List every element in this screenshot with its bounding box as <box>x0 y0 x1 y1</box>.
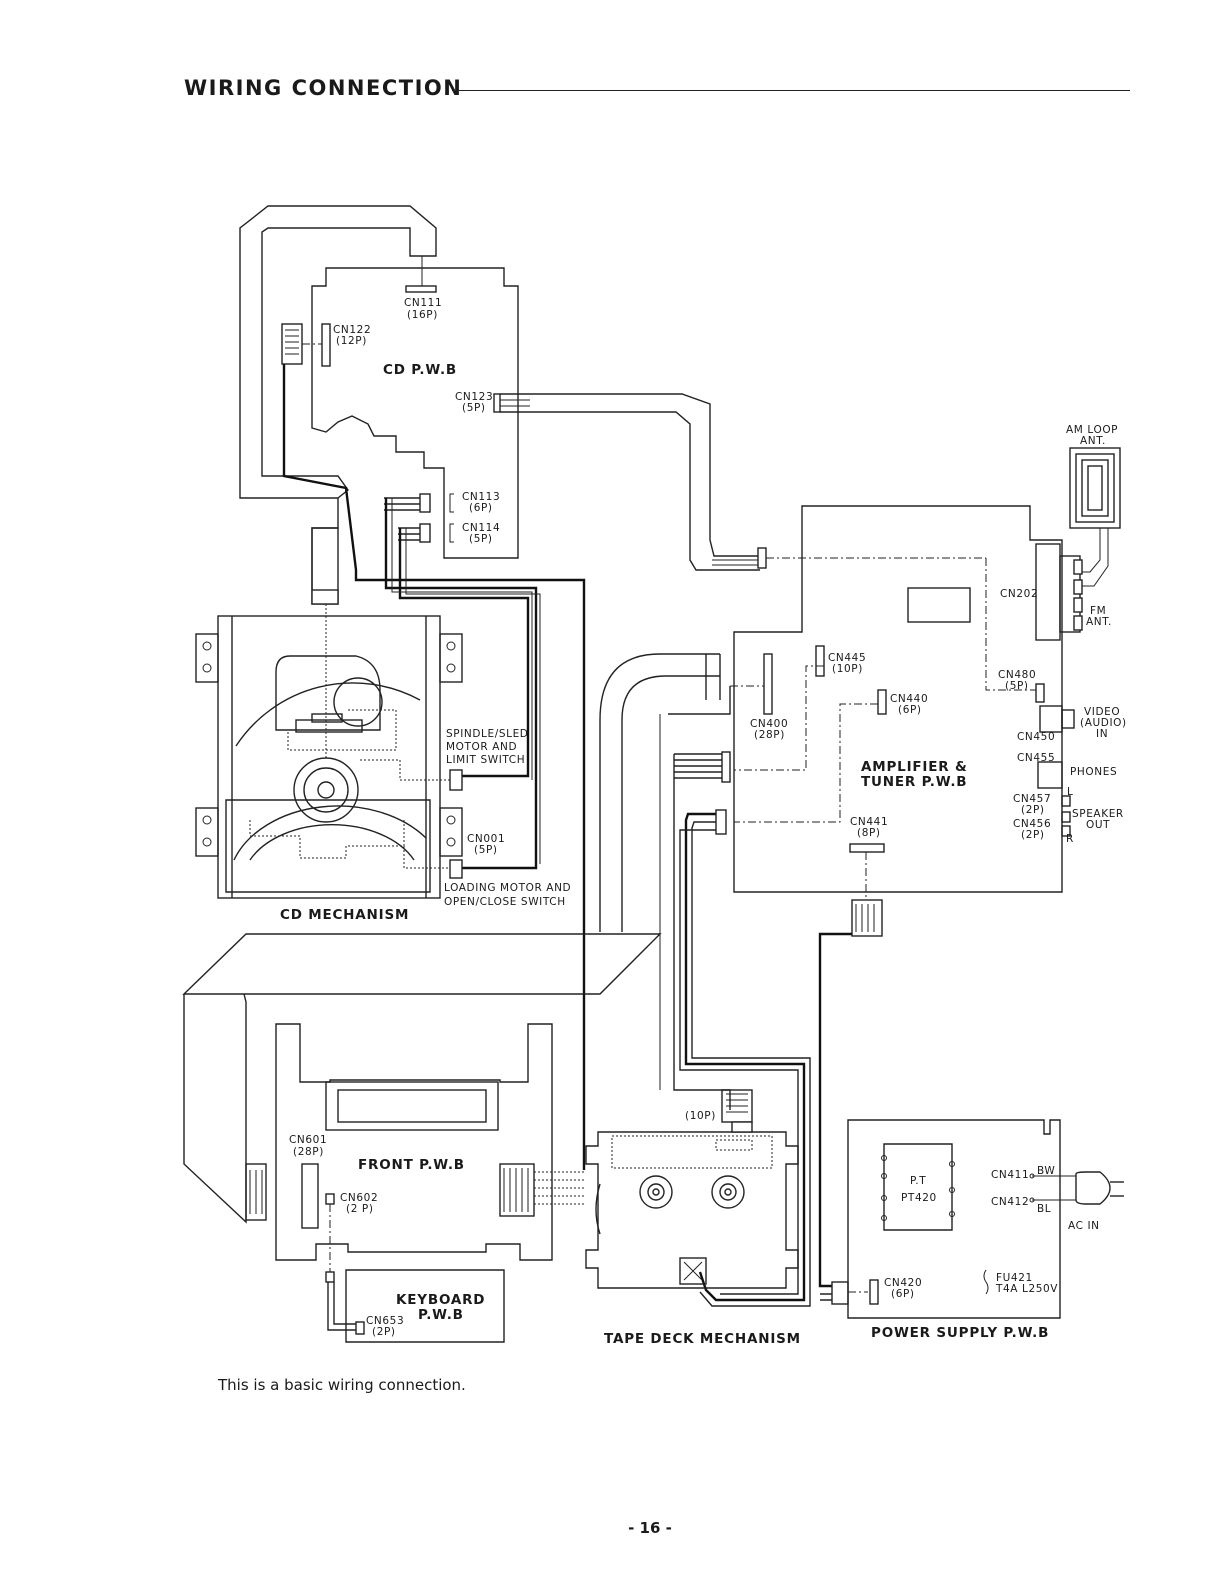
page-number: - 16 - <box>628 1519 672 1537</box>
spindle-label-2: MOTOR AND <box>446 741 517 753</box>
cn114-label: CN114 <box>462 522 500 534</box>
front-pwb-title: FRONT P.W.B <box>358 1157 465 1173</box>
cn440-pins: (6P) <box>898 704 922 716</box>
cn113-pins: (6P) <box>469 502 493 514</box>
pt-label-1: P.T <box>910 1175 926 1187</box>
phones-label: PHONES <box>1070 766 1117 778</box>
harness-cn122 <box>281 323 586 1170</box>
fm-label-1: FM <box>1090 605 1106 617</box>
cn441-pins: (8P) <box>857 827 881 839</box>
amplifier-title-2: TUNER P.W.B <box>861 774 967 790</box>
cn411-label: CN411 <box>991 1169 1029 1181</box>
cn114-pins: (5P) <box>469 533 493 545</box>
power-supply-pwb <box>847 1119 1124 1319</box>
cn445-pins: (10P) <box>832 663 863 675</box>
bl-label: BL <box>1037 1203 1051 1215</box>
caption: This is a basic wiring connection. <box>218 1376 466 1394</box>
bw-label: BW <box>1037 1165 1055 1177</box>
loading-label-1: LOADING MOTOR AND <box>444 882 571 894</box>
cabinet-outline <box>182 653 721 1224</box>
cn450-label: CN450 <box>1017 731 1055 743</box>
fu421-label: FU421 <box>996 1272 1033 1284</box>
keyboard-title-1: KEYBOARD <box>396 1292 485 1308</box>
cn001-label: CN001 <box>467 833 505 845</box>
amplifier-title-1: AMPLIFIER & <box>861 759 968 775</box>
harness-cn113-cn114 <box>384 493 541 870</box>
cn001-pins: (5P) <box>474 844 498 856</box>
cn123-pins: (5P) <box>462 402 486 414</box>
flat-cable-cn123 <box>500 393 1036 691</box>
cn122-pins: (12P) <box>336 335 367 347</box>
harness-cn441-power <box>818 899 883 1305</box>
pt-label-2: PT420 <box>901 1192 937 1204</box>
cn601-label: CN601 <box>289 1134 327 1146</box>
cn202-label: CN202 <box>1000 588 1038 600</box>
cn602-pins: (2 P) <box>346 1203 374 1215</box>
cn111-label: CN111 <box>404 297 442 309</box>
cd-pwb-title: CD P.W.B <box>383 362 457 378</box>
am-label-1: AM LOOP <box>1066 424 1118 436</box>
speaker-label-1: SPEAKER <box>1072 808 1124 820</box>
cn420-label: CN420 <box>884 1277 922 1289</box>
tape-deck-title: TAPE DECK MECHANISM <box>604 1331 801 1347</box>
cn123-label: CN123 <box>455 391 493 403</box>
cd-pwb <box>311 267 519 559</box>
speaker-label-2: OUT <box>1086 819 1110 831</box>
title-rule <box>452 90 1130 91</box>
tape-pins-label: (10P) <box>685 1110 716 1122</box>
cn412-label: CN412 <box>991 1196 1029 1208</box>
cn455-label: CN455 <box>1017 752 1055 764</box>
cn653-label: CN653 <box>366 1315 404 1327</box>
cn113-label: CN113 <box>462 491 500 503</box>
cd-mechanism-title: CD MECHANISM <box>280 907 409 923</box>
flat-cable-cn111 <box>239 205 437 605</box>
am-loop-antenna <box>1069 447 1121 587</box>
cn457-label: CN457 <box>1013 793 1051 805</box>
am-label-2: ANT. <box>1080 435 1106 447</box>
harness-cn445-tape <box>668 686 811 1307</box>
amplifier-pwb <box>730 505 1083 900</box>
cn420-pins: (6P) <box>891 1288 915 1300</box>
r-label: R <box>1066 833 1074 845</box>
cn602-label: CN602 <box>340 1192 378 1204</box>
cd-mechanism <box>195 604 463 899</box>
cn653-pins: (2P) <box>372 1326 396 1338</box>
cn445-label: CN445 <box>828 652 866 664</box>
fm-label-2: ANT. <box>1086 616 1112 628</box>
cn440-label: CN440 <box>890 693 928 705</box>
page-title: WIRING CONNECTION <box>184 76 463 100</box>
cn111-pins: (16P) <box>407 309 438 321</box>
keyboard-pwb <box>325 1204 505 1343</box>
cn400-pins: (28P) <box>754 729 785 741</box>
keyboard-title-2: P.W.B <box>418 1307 464 1323</box>
video-label-1: VIDEO <box>1084 706 1120 718</box>
l-label: L <box>1067 786 1073 798</box>
cn457-pins: (2P) <box>1021 804 1045 816</box>
video-label-2: (AUDIO) <box>1080 717 1127 729</box>
cn400-label: CN400 <box>750 718 788 730</box>
loading-label-2: OPEN/CLOSE SWITCH <box>444 896 566 908</box>
cn601-pins: (28P) <box>293 1146 324 1158</box>
spindle-label-1: SPINDLE/SLED <box>446 728 529 740</box>
front-pwb <box>275 1023 584 1261</box>
cn456-label: CN456 <box>1013 818 1051 830</box>
video-label-3: IN <box>1096 728 1108 740</box>
cn480-pins: (5P) <box>1005 680 1029 692</box>
cn480-label: CN480 <box>998 669 1036 681</box>
power-supply-title: POWER SUPPLY P.W.B <box>871 1325 1049 1341</box>
cn122-label: CN122 <box>333 324 371 336</box>
spindle-label-3: LIMIT SWITCH <box>446 754 525 766</box>
cn441-label: CN441 <box>850 816 888 828</box>
ac-in-label: AC IN <box>1068 1220 1100 1232</box>
cn456-pins: (2P) <box>1021 829 1045 841</box>
fu421-rating: T4A L250V <box>995 1283 1058 1295</box>
tape-deck-mechanism <box>585 1089 799 1289</box>
